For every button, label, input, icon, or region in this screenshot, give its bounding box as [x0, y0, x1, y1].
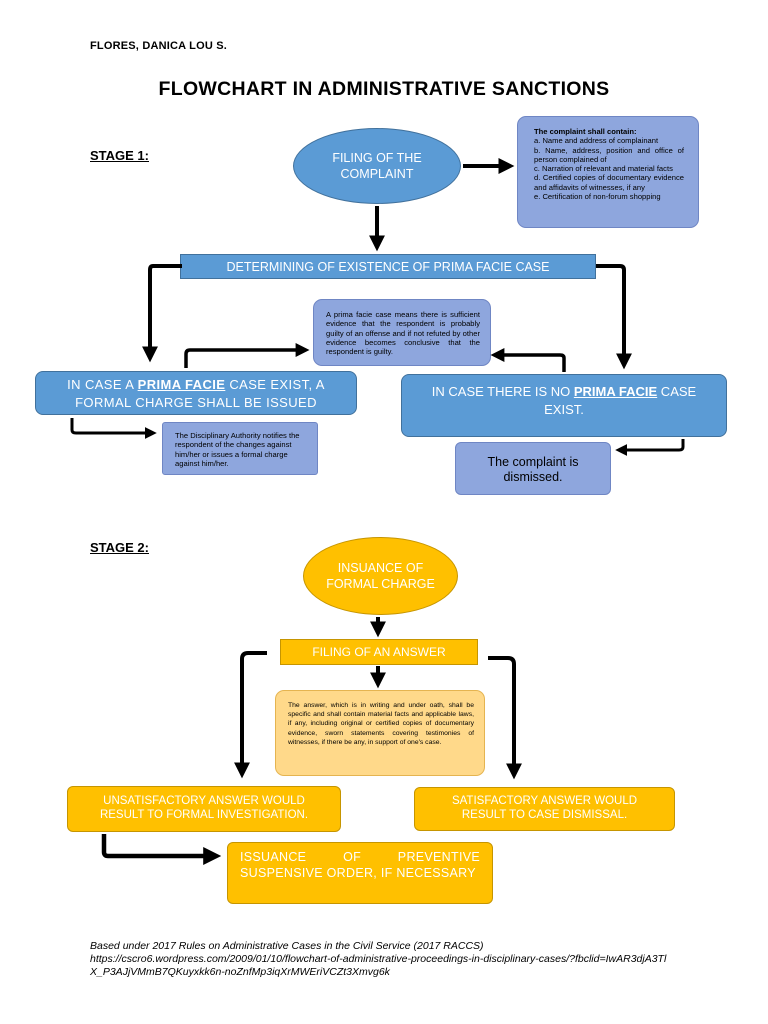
prima-facie-definition-text: A prima facie case means there is suffic…: [326, 310, 480, 357]
arrow-no-case-to-dismissed: [615, 439, 685, 456]
arrow-answer-to-satisfactory: [488, 656, 522, 780]
prima-facie-exists-text-a: IN CASE A: [67, 377, 138, 392]
complaint-contents-heading: The complaint shall contain:: [534, 127, 637, 136]
filing-answer-text: FILING OF AN ANSWER: [312, 645, 446, 659]
source-rules: Based under 2017 Rules on Administrative…: [90, 940, 484, 952]
determining-prima-facie-node: DETERMINING OF EXISTENCE OF PRIMA FACIE …: [180, 254, 596, 279]
arrow-answer-to-unsatisfactory: [234, 651, 267, 779]
prima-facie-exists-text-b: CASE EXIST, A FORMAL CHARGE SHALL BE ISS…: [75, 377, 325, 410]
filing-answer-node: FILING OF AN ANSWER: [280, 639, 478, 665]
arrow-exists-to-notice: [70, 418, 157, 439]
preventive-suspension-text: ISSUANCE OF PREVENTIVE SUSPENSIVE ORDER,…: [240, 850, 480, 880]
complaint-contents-note: The complaint shall contain: a. Name and…: [517, 116, 699, 228]
filing-of-complaint-text: FILING OF THE COMPLAINT: [332, 151, 422, 181]
complaint-item: c. Narration of relevant and material fa…: [534, 164, 673, 174]
unsatisfactory-answer-text: UNSATISFACTORY ANSWER WOULD RESULT TO FO…: [99, 795, 309, 821]
prima-facie-exists-emphasis: PRIMA FACIE: [137, 377, 226, 392]
satisfactory-answer-text: SATISFACTORY ANSWER WOULD RESULT TO CASE…: [451, 795, 638, 821]
preventive-suspension-node: ISSUANCE OF PREVENTIVE SUSPENSIVE ORDER,…: [227, 842, 493, 904]
authority-notice-note: The Disciplinary Authority notifies the …: [162, 422, 318, 475]
arrow-unsatisfactory-to-preventive: [101, 834, 222, 865]
complaint-item: a. Name and address of complainant: [534, 136, 659, 146]
determining-prima-facie-text: DETERMINING OF EXISTENCE OF PRIMA FACIE …: [226, 259, 550, 274]
filing-of-complaint-node: FILING OF THE COMPLAINT: [293, 128, 461, 204]
complaint-dismissed-node: The complaint is dismissed.: [455, 442, 611, 495]
arrow-no-case-to-definition: [490, 348, 566, 372]
authority-notice-text: The Disciplinary Authority notifies the …: [175, 431, 300, 468]
no-prima-facie-text-a: IN CASE THERE IS NO: [431, 384, 574, 399]
unsatisfactory-answer-node: UNSATISFACTORY ANSWER WOULD RESULT TO FO…: [67, 786, 341, 832]
source-url: https://cscro6.wordpress.com/2009/01/10/…: [90, 953, 667, 978]
issuance-formal-charge-node: INSUANCE OF FORMAL CHARGE: [303, 537, 458, 615]
page-title: FLOWCHART IN ADMINISTRATIVE SANCTIONS: [158, 78, 610, 100]
complaint-dismissed-text: The complaint is dismissed.: [487, 455, 579, 484]
arrow-determining-to-exists: [142, 264, 182, 363]
prima-facie-definition-note: A prima facie case means there is suffic…: [313, 299, 491, 366]
issuance-formal-charge-text: INSUANCE OF FORMAL CHARGE: [326, 561, 435, 591]
no-prima-facie-text-b: CASE EXIST.: [544, 384, 697, 417]
source-citation: Based under 2017 Rules on Administrative…: [90, 940, 670, 979]
satisfactory-answer-node: SATISFACTORY ANSWER WOULD RESULT TO CASE…: [414, 787, 675, 831]
no-prima-facie-emphasis: PRIMA FACIE: [573, 384, 658, 399]
stage-1-label: STAGE 1:: [90, 148, 149, 163]
stage-2-label: STAGE 2:: [90, 540, 149, 555]
no-prima-facie-node: IN CASE THERE IS NO PRIMA FACIE CASE EXI…: [401, 374, 727, 437]
answer-requirements-note: The answer, which is in writing and unde…: [275, 690, 485, 776]
complaint-item: e. Certification of non-forum shopping: [534, 192, 661, 202]
complaint-item: d. Certified copies of documentary evide…: [534, 173, 684, 192]
author-name: FLORES, DANICA LOU S.: [90, 40, 228, 52]
answer-requirements-text: The answer, which is in writing and unde…: [288, 702, 474, 746]
prima-facie-exists-node: IN CASE A PRIMA FACIE CASE EXIST, A FORM…: [35, 371, 357, 415]
complaint-item: b. Name, address, position and office of…: [534, 145, 684, 164]
arrow-exists-to-definition: [184, 343, 310, 368]
arrow-determining-to-no-case: [596, 264, 632, 370]
